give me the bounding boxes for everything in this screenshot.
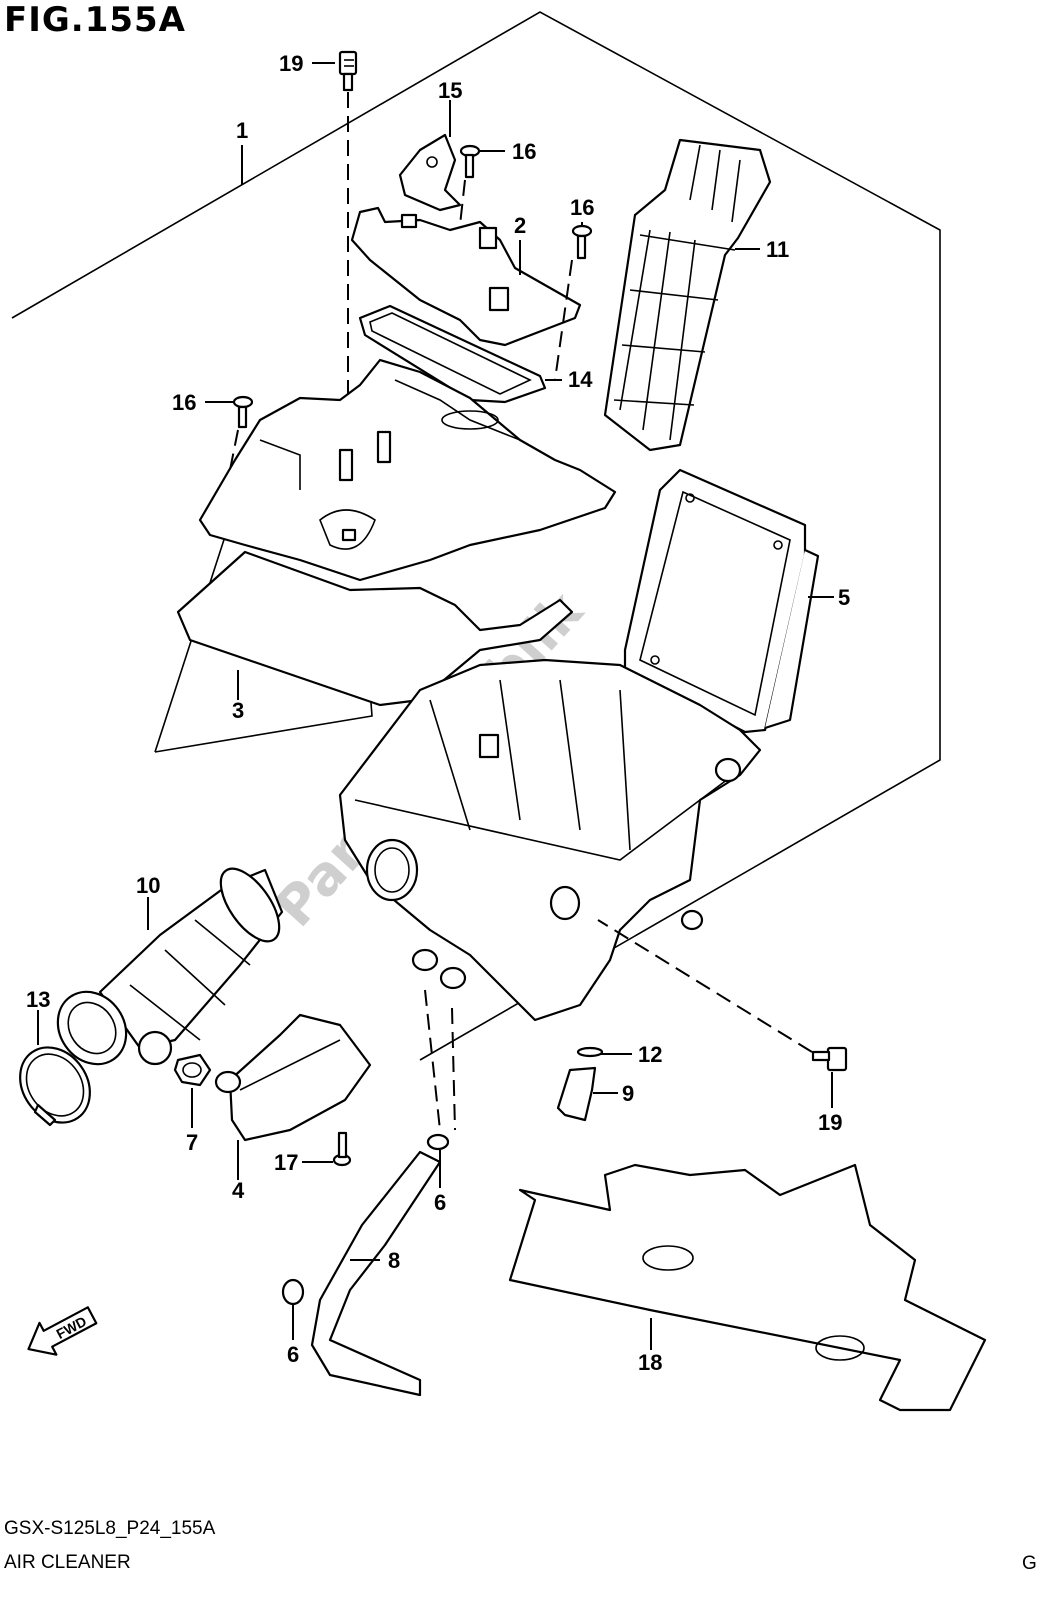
callout-15: 15 bbox=[438, 78, 462, 103]
screw-16-left bbox=[232, 395, 254, 429]
callout-7: 7 bbox=[186, 1130, 198, 1155]
intake-pipe-10 bbox=[56, 867, 284, 1066]
gasket-14 bbox=[358, 304, 547, 404]
boot-9 bbox=[556, 1066, 597, 1122]
fwd-arrow-icon: FWD bbox=[27, 1306, 98, 1356]
assembly-outline bbox=[11, 11, 941, 1061]
callout-12: 12 bbox=[638, 1042, 662, 1067]
callout-9: 9 bbox=[622, 1081, 634, 1106]
callout-10: 10 bbox=[136, 873, 160, 898]
callout-4: 4 bbox=[232, 1178, 245, 1203]
clamp-6-lower bbox=[281, 1278, 305, 1306]
callout-1: 1 bbox=[236, 118, 248, 143]
clamp-13 bbox=[19, 1046, 91, 1127]
callout-14: 14 bbox=[568, 367, 593, 392]
callout-6-upper: 6 bbox=[434, 1190, 446, 1215]
callout-2: 2 bbox=[514, 213, 526, 238]
screw-17 bbox=[332, 1131, 352, 1167]
callout-5: 5 bbox=[838, 585, 850, 610]
callout-3: 3 bbox=[232, 698, 244, 723]
callout-16-left: 16 bbox=[172, 390, 196, 415]
upper-case bbox=[198, 358, 617, 582]
callout-16-right: 16 bbox=[570, 195, 594, 220]
callout-11: 11 bbox=[766, 237, 789, 262]
model-code: GSX-S125L8_P24_155A bbox=[4, 1518, 216, 1539]
hose-8 bbox=[310, 1150, 442, 1397]
corner-mark: G bbox=[1022, 1553, 1037, 1574]
callout-8: 8 bbox=[388, 1248, 400, 1273]
callout-19-top: 19 bbox=[279, 51, 303, 76]
bracket-15 bbox=[398, 133, 462, 212]
callout-17: 17 bbox=[274, 1150, 298, 1175]
heat-shield-18 bbox=[508, 1163, 987, 1412]
clip-12 bbox=[576, 1046, 604, 1058]
clamp-6-upper bbox=[426, 1133, 450, 1151]
cover-2 bbox=[350, 206, 582, 347]
bolt-19-top bbox=[338, 50, 358, 92]
assembly-bracket-line bbox=[154, 689, 373, 753]
callout-6-lower: 6 bbox=[287, 1342, 299, 1367]
lower-case bbox=[338, 658, 762, 1022]
diagram-caption: AIR CLEANER bbox=[4, 1552, 131, 1573]
gasket-3 bbox=[176, 550, 574, 707]
clip-7 bbox=[173, 1053, 212, 1087]
callout-13: 13 bbox=[26, 987, 50, 1012]
screw-16-right bbox=[571, 224, 593, 260]
resonator-4 bbox=[214, 1013, 372, 1142]
callout-19-right: 19 bbox=[818, 1110, 842, 1135]
filter-element-5 bbox=[623, 468, 820, 734]
intake-duct-11 bbox=[603, 138, 772, 452]
callout-18: 18 bbox=[638, 1350, 662, 1375]
figure-title: FIG.155A bbox=[4, 0, 186, 40]
screw-16-upper bbox=[459, 144, 481, 179]
bolt-19-right bbox=[811, 1046, 848, 1072]
callout-16-upper: 16 bbox=[512, 139, 536, 164]
